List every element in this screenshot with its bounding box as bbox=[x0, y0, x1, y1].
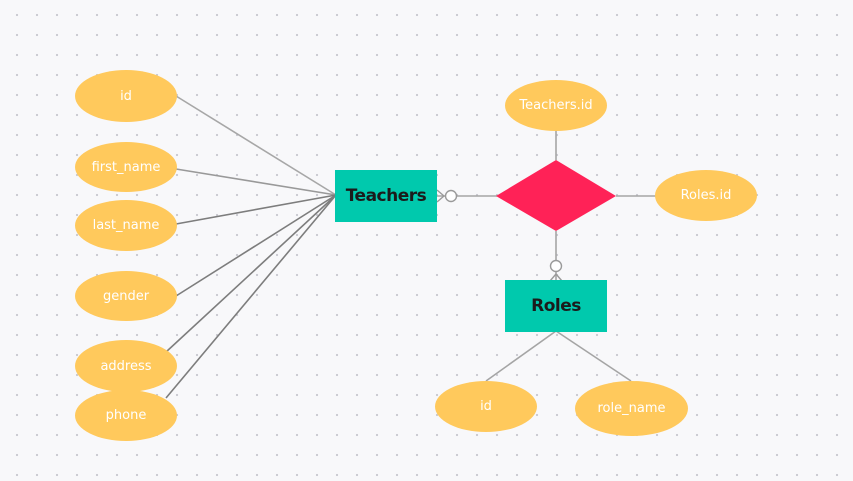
connector-teacher-gender bbox=[175, 194, 337, 297]
teacher-attribute-connectors bbox=[165, 95, 337, 399]
attribute-teacher-address[interactable]: address bbox=[75, 340, 177, 392]
attribute-teacher-last-name[interactable]: last_name bbox=[75, 200, 177, 251]
connector-teacher-id bbox=[175, 95, 337, 196]
connector-roles-role-name bbox=[555, 330, 632, 382]
cardinality-zero-or-many-teachers bbox=[436, 189, 458, 203]
attribute-teacher-id[interactable]: id bbox=[75, 70, 177, 122]
attribute-teacher-gender[interactable]: gender bbox=[75, 271, 177, 321]
entity-roles[interactable]: Roles bbox=[505, 280, 607, 332]
attribute-role-name[interactable]: role_name bbox=[575, 381, 688, 436]
attribute-role-id[interactable]: id bbox=[435, 381, 537, 432]
attribute-teacher-phone[interactable]: phone bbox=[75, 390, 177, 441]
attribute-relationship-roles-id[interactable]: Roles.id bbox=[655, 170, 757, 221]
connector-teacher-last-name bbox=[175, 194, 337, 225]
attribute-teacher-first-name[interactable]: first_name bbox=[75, 142, 177, 192]
connector-teacher-phone bbox=[165, 194, 337, 399]
relationship-diamond[interactable] bbox=[496, 160, 616, 231]
connector-teacher-first-name bbox=[175, 168, 337, 196]
connector-roles-id bbox=[485, 330, 557, 382]
attribute-relationship-teachers-id[interactable]: Teachers.id bbox=[505, 80, 607, 131]
connector-teacher-address bbox=[165, 194, 337, 353]
entity-teachers[interactable]: Teachers bbox=[335, 170, 437, 222]
cardinality-zero-or-many-roles bbox=[549, 259, 563, 282]
